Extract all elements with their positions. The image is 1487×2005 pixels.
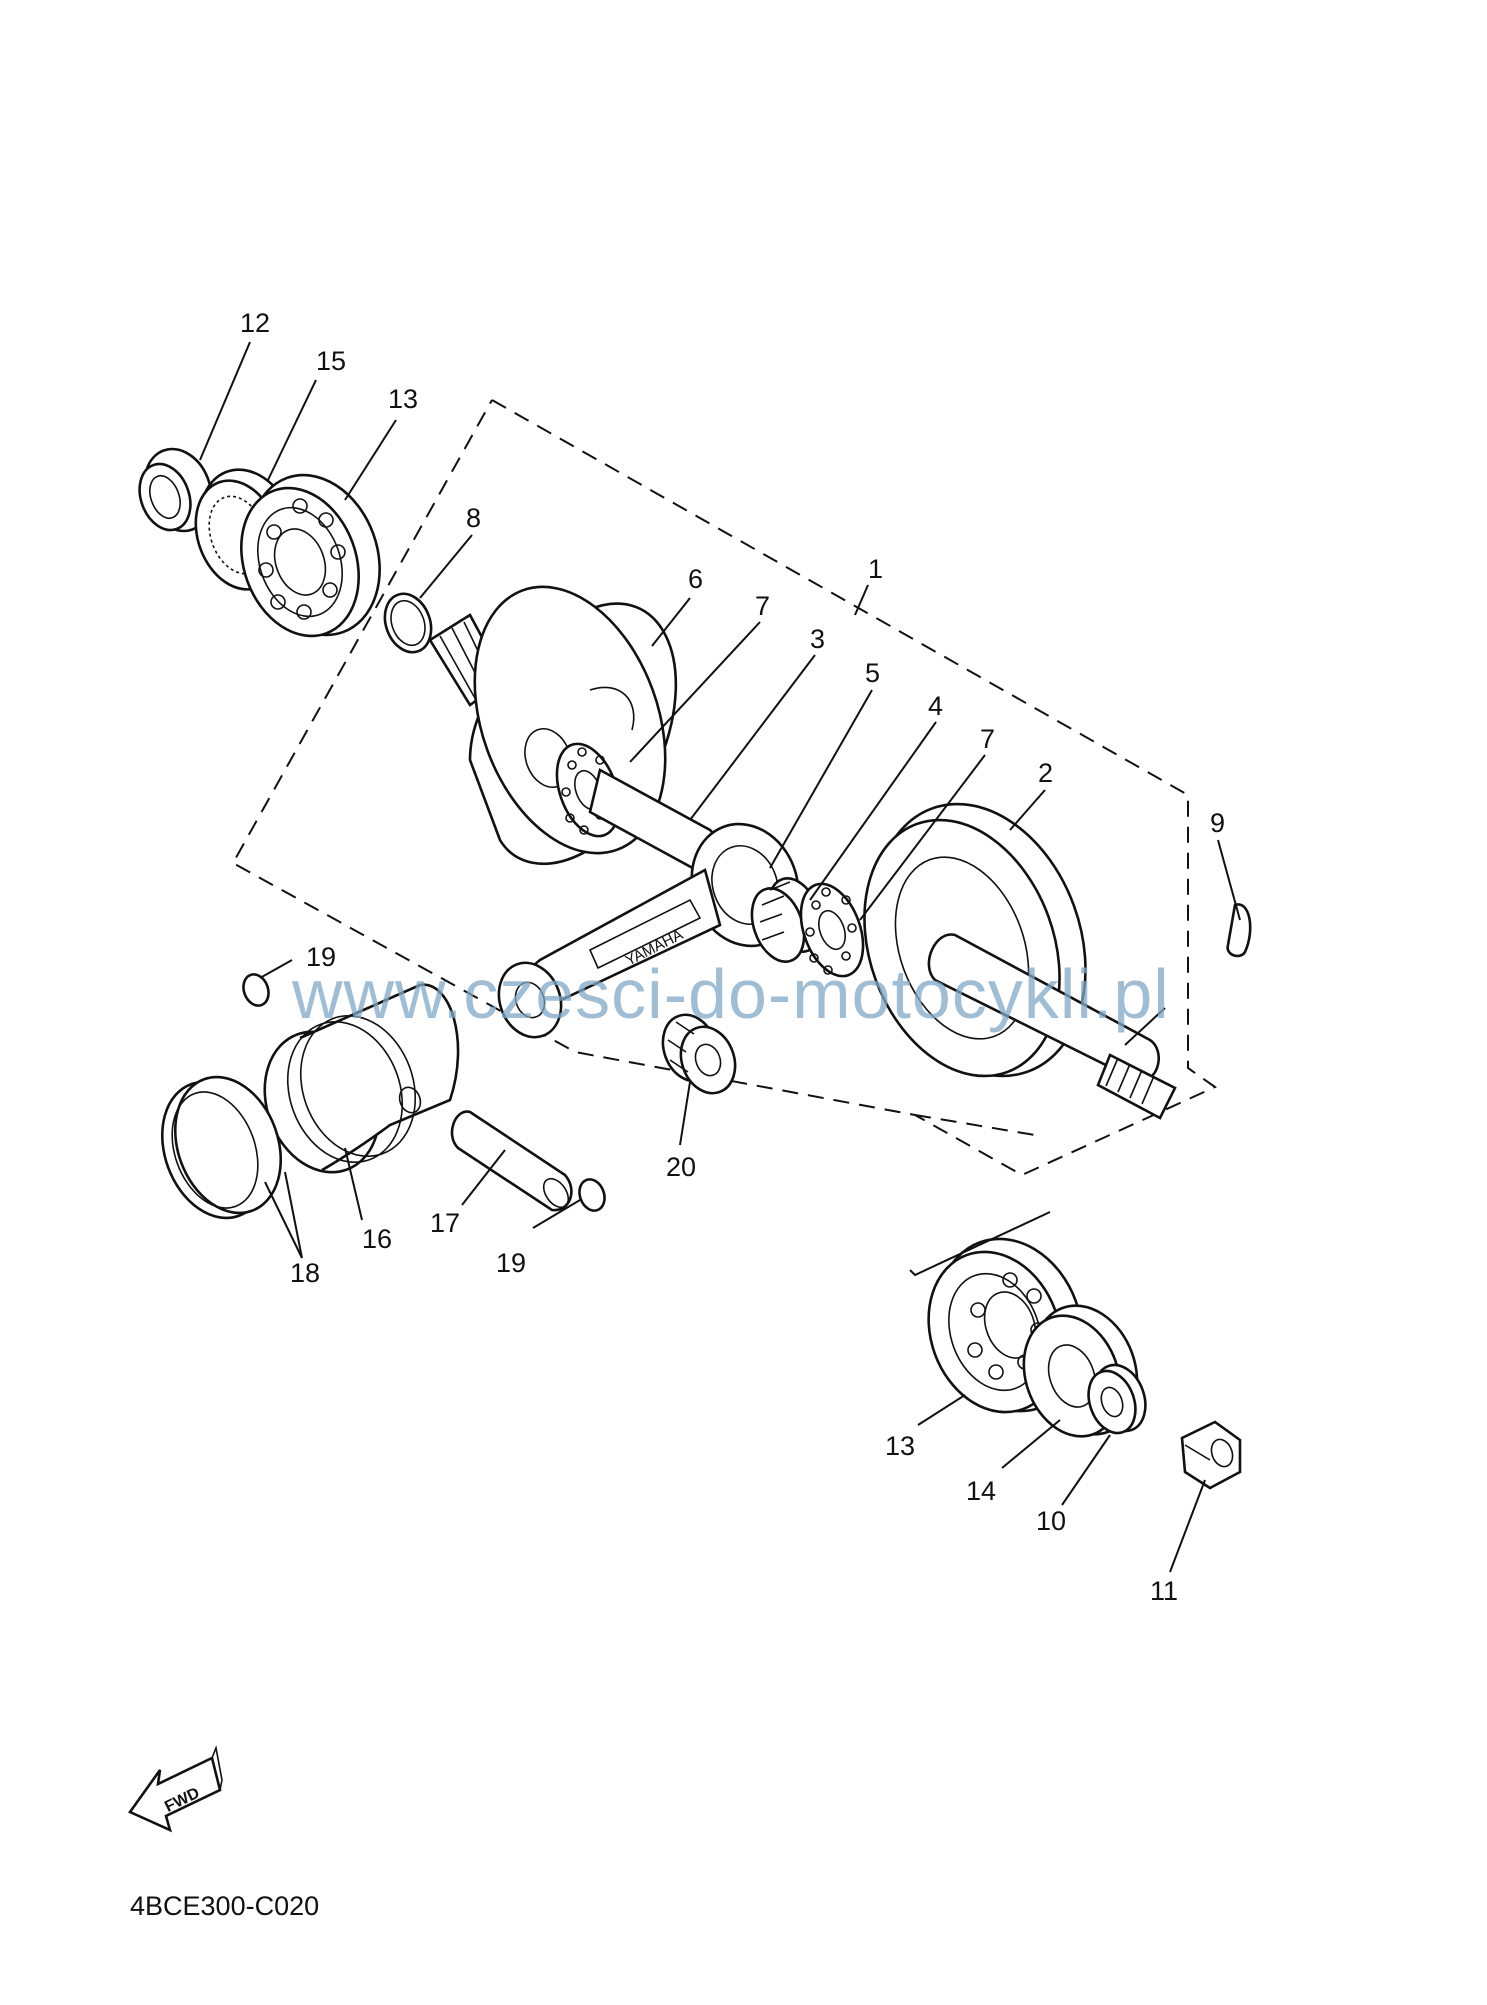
callout-13-bottom: 13 bbox=[885, 1431, 915, 1461]
circlip-19-bottom bbox=[578, 1178, 606, 1212]
callout-12: 12 bbox=[240, 308, 270, 338]
callout-4: 4 bbox=[928, 691, 943, 721]
ball-bearing-13-top bbox=[240, 473, 381, 638]
callout-19-bottom: 19 bbox=[496, 1248, 526, 1278]
small-end-bearing-20 bbox=[661, 1013, 737, 1095]
watermark-text: www.czesci-do-motocykli.pl bbox=[291, 955, 1170, 1033]
callout-9: 9 bbox=[1210, 808, 1225, 838]
assembly-boundary bbox=[231, 399, 1218, 1177]
callout-8: 8 bbox=[466, 503, 481, 533]
piston-pin-17 bbox=[450, 1110, 573, 1212]
callout-6: 6 bbox=[688, 564, 703, 594]
crankshaft-right-2 bbox=[863, 802, 1177, 1120]
o-ring-8 bbox=[383, 592, 433, 654]
callout-20: 20 bbox=[666, 1152, 696, 1182]
connecting-rod-5: YAMAHA bbox=[497, 822, 800, 1039]
callout-13-top: 13 bbox=[388, 384, 418, 414]
callout-10: 10 bbox=[1036, 1506, 1066, 1536]
thrust-washer-7-right bbox=[799, 882, 865, 978]
callout-2: 2 bbox=[1038, 758, 1053, 788]
bearing-collar-12 bbox=[138, 447, 213, 533]
callout-1: 1 bbox=[868, 554, 883, 584]
fwd-arrow-icon: FWD bbox=[128, 1745, 223, 1833]
nut-11 bbox=[1180, 1420, 1242, 1490]
callout-17: 17 bbox=[430, 1208, 460, 1238]
bearing-bracket-line bbox=[909, 1211, 1051, 1277]
crankshaft-left-6 bbox=[428, 585, 678, 865]
circlip-19-top bbox=[242, 973, 270, 1007]
callout-16: 16 bbox=[362, 1224, 392, 1254]
woodruff-key-9 bbox=[1226, 903, 1252, 958]
callout-7-left: 7 bbox=[755, 591, 770, 621]
callout-19-top: 19 bbox=[306, 942, 336, 972]
callout-5: 5 bbox=[865, 658, 880, 688]
piston-rings-18 bbox=[160, 1075, 283, 1220]
callout-14: 14 bbox=[966, 1476, 996, 1506]
piston-16 bbox=[263, 983, 460, 1174]
leader-lines bbox=[199, 341, 1241, 1573]
callout-11: 11 bbox=[1150, 1576, 1178, 1606]
callout-18: 18 bbox=[290, 1258, 320, 1288]
diagram-code: 4BCE300-C020 bbox=[130, 1891, 319, 1921]
washer-10 bbox=[1087, 1363, 1147, 1435]
callout-labels: 1 2 3 4 5 6 7 7 8 9 10 11 12 13 13 14 15… bbox=[240, 308, 1225, 1606]
callout-3: 3 bbox=[810, 624, 825, 654]
callout-7-right: 7 bbox=[980, 724, 995, 754]
callout-15: 15 bbox=[316, 346, 346, 376]
